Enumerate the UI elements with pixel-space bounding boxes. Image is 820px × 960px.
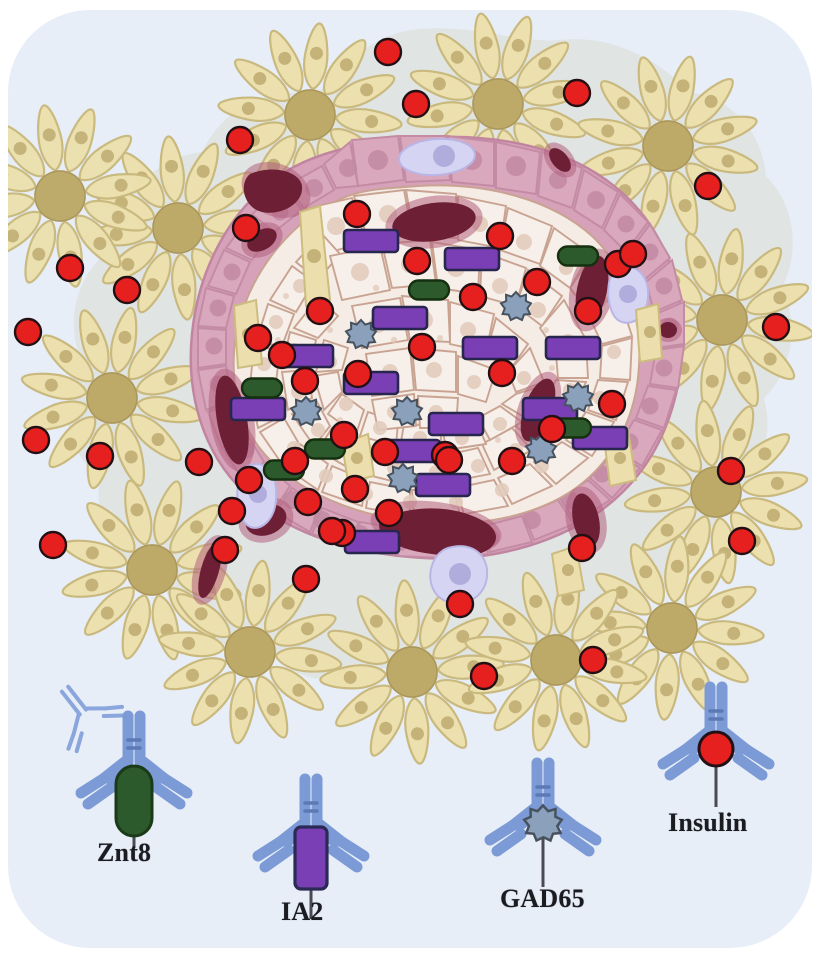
- znt8-antigen-icon: [114, 764, 154, 838]
- legend-label-gad65: GAD65: [500, 884, 585, 913]
- legend-label-ia2: IA2: [281, 897, 324, 926]
- legend-label-znt8: Znt8: [97, 838, 152, 867]
- legend-icon-insulin: [663, 687, 769, 807]
- legend-icon-znt8: [36, 666, 187, 848]
- legend-icons: [36, 666, 769, 919]
- ia2-antigen-icon: [293, 825, 329, 891]
- gad65-antigen-icon: [523, 804, 563, 842]
- insulin-antigen-icon: [697, 730, 735, 768]
- legend-icon-ia2: [258, 779, 364, 919]
- legend-icon-gad65: [490, 763, 596, 887]
- legend-label-insulin: Insulin: [668, 808, 748, 837]
- secondary-antibody-outline-icon: [36, 666, 129, 757]
